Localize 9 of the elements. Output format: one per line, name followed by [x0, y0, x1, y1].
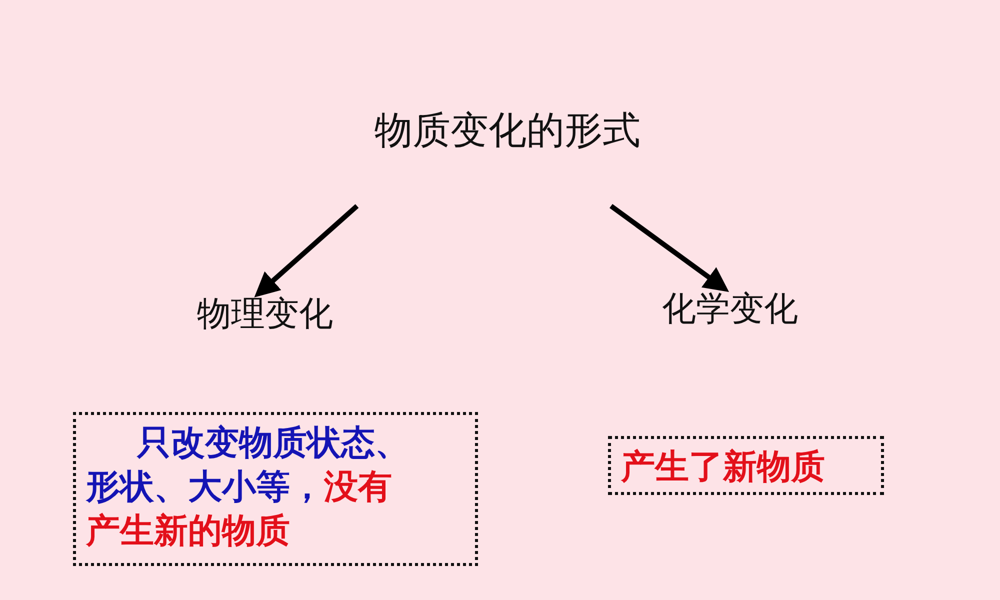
- category-label: 化学变化: [661, 289, 799, 330]
- arrow: [254, 204, 359, 298]
- dotted-box: [73, 412, 478, 566]
- category-label: 物理变化: [196, 294, 334, 335]
- arrow: [610, 204, 730, 292]
- dotted-box: [608, 436, 884, 495]
- description-text: 产生了新物质: [621, 446, 826, 489]
- heading-text: 物质变化的形式: [374, 108, 642, 154]
- description-text: 只改变物质状态、形状、大小等，没有产生新的物质: [86, 422, 410, 554]
